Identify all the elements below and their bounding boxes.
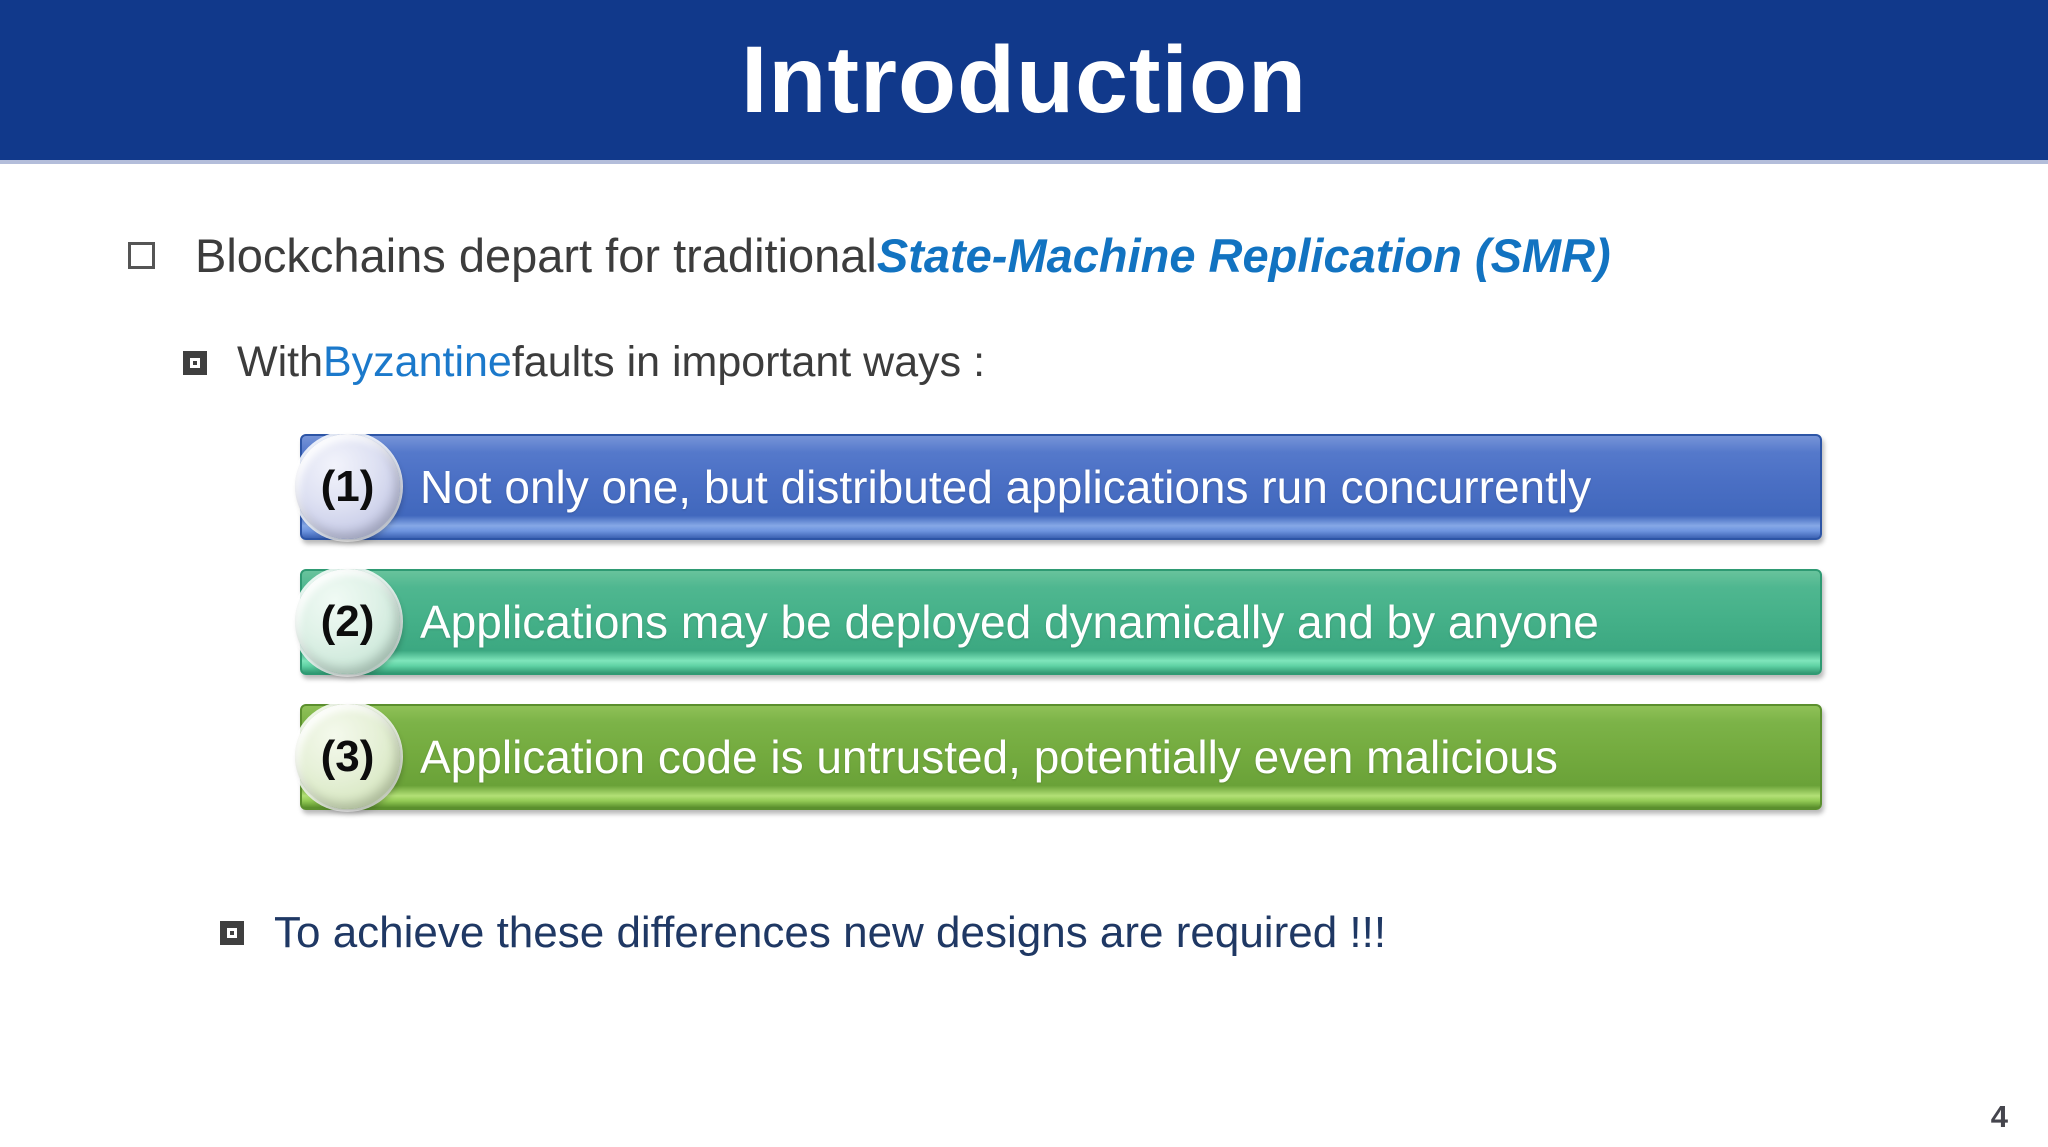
banner-label-1: Not only one, but distributed applicatio… — [420, 461, 1592, 513]
bullet-with-post: faults in important ways : — [511, 338, 986, 386]
banner-label-3: Application code is untrusted, potential… — [420, 731, 1558, 783]
banner-badge-2: (2) — [295, 569, 400, 674]
slide-title: Introduction — [740, 26, 1308, 133]
banner-item-2: (2) Applications may be deployed dynamic… — [295, 569, 1822, 675]
banner-item-3: (3) Application code is untrusted, poten… — [295, 704, 1822, 810]
banner-label-2: Applications may be deployed dynamically… — [420, 596, 1599, 648]
bullet-conclusion-text: To achieve these differences new designs… — [274, 908, 1387, 957]
bullet-main-highlight-smr: State-Machine Replication (SMR) — [876, 229, 1611, 282]
filled-square-bullet-icon — [220, 921, 244, 945]
bullet-with-highlight-byzantine: Byzantine — [323, 338, 512, 386]
bullet-conclusion-row: To achieve these differences new designs… — [220, 908, 1386, 958]
hollow-square-bullet-icon — [128, 242, 155, 269]
banner-badge-1: (1) — [295, 434, 400, 539]
slide-title-band: Introduction — [0, 0, 2048, 164]
banner-item-1: (1) Not only one, but distributed applic… — [295, 434, 1822, 540]
filled-square-bullet-icon — [183, 350, 207, 375]
bullet-main-text: Blockchains depart for traditional — [195, 229, 877, 282]
bullet-with-pre: With — [237, 338, 323, 386]
page-number: 4 — [1990, 1099, 2008, 1134]
bullet-main-row: Blockchains depart for traditional State… — [128, 228, 1611, 283]
bullet-with-row: With Byzantine faults in important ways … — [183, 338, 985, 387]
banner-badge-3: (3) — [295, 704, 400, 809]
